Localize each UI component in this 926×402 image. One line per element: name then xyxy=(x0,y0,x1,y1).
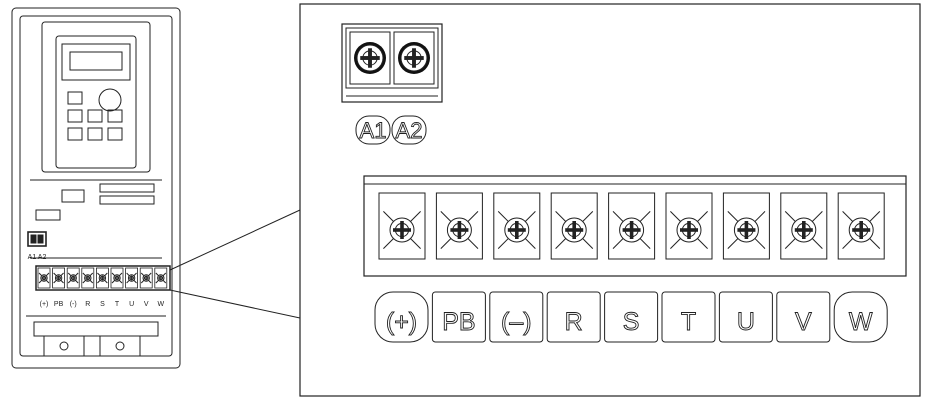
mini-power-screw-icon xyxy=(140,272,152,284)
power-terminal-label-box xyxy=(431,291,486,343)
mini-power-label: S xyxy=(100,301,105,308)
mini-power-cell xyxy=(154,267,168,289)
control-terminal-cell xyxy=(349,31,391,85)
mini-power-cell xyxy=(81,267,95,289)
power-terminal-cell xyxy=(780,192,828,260)
detail-panel xyxy=(299,3,921,397)
power-screw-icon xyxy=(383,211,421,249)
power-terminal-cell xyxy=(722,192,770,260)
power-terminal-label-box xyxy=(546,291,601,343)
power-terminal-label: (–) xyxy=(501,308,532,336)
power-terminal-block xyxy=(363,175,907,277)
mini-power-label: T xyxy=(115,301,120,308)
control-terminal-block xyxy=(341,23,443,103)
power-terminal-label-box xyxy=(718,291,773,343)
power-terminal-cell xyxy=(665,192,713,260)
mini-power-screw-icon xyxy=(126,272,137,284)
keypad-bezel xyxy=(41,21,151,173)
power-terminal-label-box xyxy=(833,291,888,343)
power-terminal-cell xyxy=(837,192,885,260)
mini-control-label: A1 A2 xyxy=(28,254,47,261)
mini-power-cell xyxy=(37,267,51,289)
control-screws xyxy=(349,31,435,85)
control-labels: A1 A2 xyxy=(355,115,427,145)
mini-power-label: PB xyxy=(54,301,64,308)
power-screw-icon xyxy=(784,211,823,249)
mini-power-screw-icon xyxy=(53,272,64,284)
power-terminal-label: T xyxy=(681,308,696,336)
display-window xyxy=(61,43,131,81)
control-terminal-label: A2 xyxy=(396,118,423,143)
mini-control-terminals xyxy=(27,231,47,247)
control-terminal-label: A1 xyxy=(360,118,387,143)
power-terminal-label: (+) xyxy=(386,308,417,336)
mini-power-screw-icon xyxy=(155,272,167,284)
power-labels: (+) PB (–) R S T U V W xyxy=(374,291,888,343)
leader-lines xyxy=(169,209,301,319)
mini-power-terminals xyxy=(37,267,168,289)
power-terminal-cell xyxy=(550,192,598,260)
dial-knob xyxy=(98,88,122,112)
power-terminal-label: U xyxy=(737,308,755,336)
mini-power-terminal-block xyxy=(35,265,171,291)
power-terminal-cell xyxy=(493,192,541,260)
power-terminal-label: W xyxy=(849,308,873,336)
mini-power-cell xyxy=(66,267,80,289)
power-terminal-label: S xyxy=(623,308,640,336)
power-terminal-label-box xyxy=(374,291,429,343)
power-terminal-label-box xyxy=(489,291,544,343)
control-screw-icon xyxy=(356,44,384,72)
mini-power-cell xyxy=(125,267,138,289)
mini-power-label: U xyxy=(129,301,134,308)
power-terminal-label: V xyxy=(795,308,812,336)
mini-power-label: (-) xyxy=(70,301,77,308)
control-screw-icon xyxy=(400,44,428,72)
mini-power-label: (+) xyxy=(40,301,49,308)
mini-power-screw-icon xyxy=(97,272,108,284)
power-terminal-cell xyxy=(435,192,483,260)
mini-power-labels: (+) PB (-) R S T U V W xyxy=(40,301,165,308)
mini-power-cell xyxy=(52,267,65,289)
mini-power-cell xyxy=(96,267,109,289)
mini-power-screw-icon xyxy=(38,272,50,284)
mini-power-cell xyxy=(139,267,153,289)
power-screws xyxy=(378,192,885,260)
power-terminal-label: R xyxy=(565,308,583,336)
mini-power-screw-icon xyxy=(67,272,79,284)
drive-overview xyxy=(11,7,181,369)
control-terminal-cell xyxy=(393,31,435,85)
power-screw-icon xyxy=(842,211,881,249)
power-screw-icon xyxy=(440,211,479,249)
mini-power-label: W xyxy=(157,301,164,308)
control-terminal-label-box xyxy=(391,115,427,145)
power-screw-icon xyxy=(727,211,766,249)
mini-power-screw-icon xyxy=(82,272,94,284)
power-screw-icon xyxy=(612,211,651,249)
power-screw-icon xyxy=(670,211,708,249)
power-terminal-label-box xyxy=(604,291,659,343)
mini-power-label: R xyxy=(85,301,90,308)
power-screw-icon xyxy=(555,211,594,249)
control-terminal-label-box xyxy=(355,115,391,145)
mini-power-screw-icon xyxy=(111,272,123,284)
mini-power-label: V xyxy=(144,301,149,308)
power-terminal-label-box xyxy=(776,291,831,343)
power-terminal-label-box xyxy=(661,291,716,343)
drive-enclosure xyxy=(11,7,181,369)
power-terminal-label: PB xyxy=(442,308,475,336)
mini-power-cell xyxy=(110,267,124,289)
power-terminal-cell xyxy=(378,192,426,260)
power-screw-icon xyxy=(497,211,536,249)
power-terminal-cell xyxy=(608,192,656,260)
